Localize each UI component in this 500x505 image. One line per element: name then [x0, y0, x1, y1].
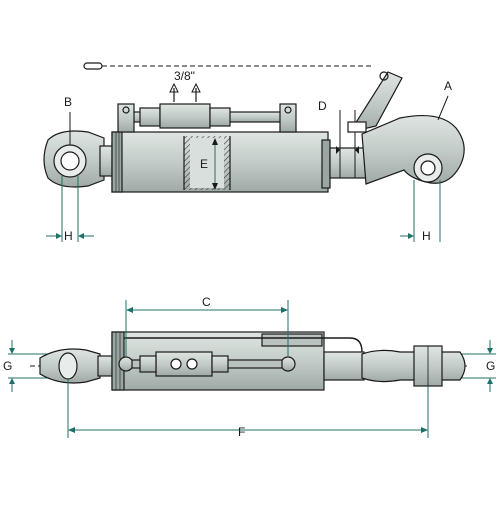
- label-h-right: H: [422, 229, 431, 243]
- ball-joint-icon: [43, 130, 115, 188]
- label-d: D: [318, 99, 327, 113]
- hydraulic-ports: 3/8": [117, 69, 297, 133]
- arrow-up-icon: [191, 82, 201, 102]
- dimension-g-left: G: [3, 340, 50, 392]
- arrow-up-icon: [169, 82, 179, 102]
- label-e: E: [200, 157, 208, 171]
- side-view: E 3/8": [43, 62, 465, 243]
- dimension-h-right: H: [400, 180, 441, 243]
- piston-rod-top: [323, 351, 365, 381]
- piston-rod: [329, 147, 367, 179]
- linch-pin-icon: [83, 62, 372, 70]
- label-g-right: G: [486, 359, 495, 373]
- dimension-d: D: [318, 99, 359, 178]
- label-c: C: [202, 295, 211, 309]
- label-a: A: [444, 79, 452, 93]
- label-thread-size: 3/8": [174, 69, 195, 83]
- label-h-left: H: [64, 229, 73, 243]
- cylinder-body: E: [111, 131, 331, 193]
- quick-hitch-hook-icon: [347, 71, 465, 185]
- dimension-c: C: [125, 295, 289, 356]
- top-view: G G: [3, 295, 496, 439]
- quick-hitch-hook-icon: [361, 345, 466, 387]
- label-b: B: [64, 95, 72, 109]
- ball-joint-icon: [39, 348, 117, 384]
- dimension-h-left: H: [46, 176, 94, 243]
- dimension-f: F: [67, 380, 429, 439]
- label-f: F: [238, 425, 245, 439]
- cylinder-body-top: [111, 331, 363, 391]
- label-g-left: G: [3, 359, 12, 373]
